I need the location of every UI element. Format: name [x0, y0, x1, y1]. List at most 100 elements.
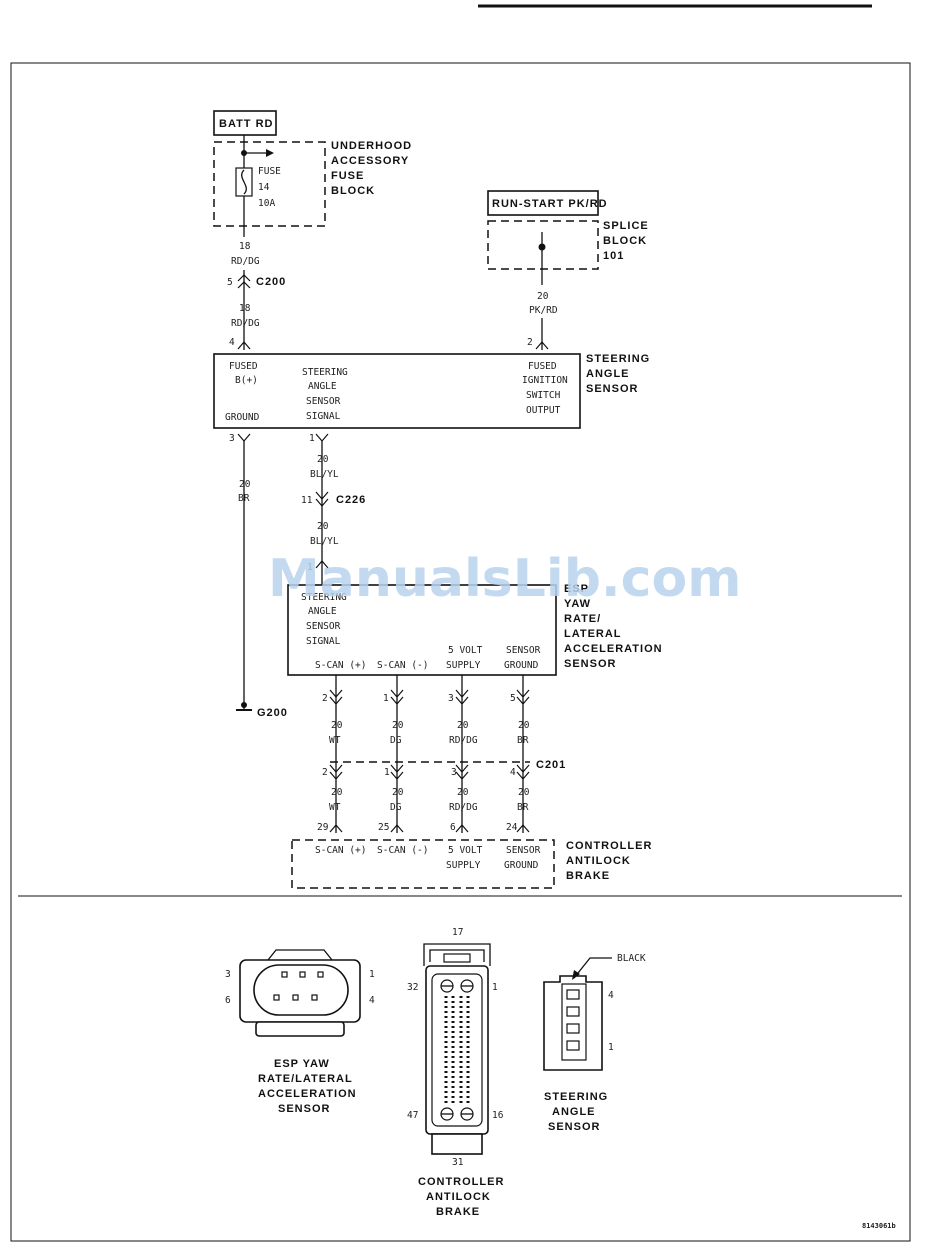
- pin-number: 2: [527, 337, 533, 348]
- pin-number: 25: [378, 822, 389, 833]
- cab-term-sgnd-2: GROUND: [504, 860, 539, 871]
- yaw-term-sgnd-1: SENSOR: [506, 645, 541, 656]
- wire-label: DG: [390, 802, 402, 813]
- yaw-rate-sensor: STEERING ANGLE SENSOR SIGNAL S-CAN (+) S…: [287, 583, 663, 676]
- pin-symbol: [315, 433, 329, 442]
- view-pin: 32: [407, 982, 418, 993]
- splice-block: SPLICE BLOCK 101 20 PK/RD 2: [487, 220, 648, 350]
- cab-title-1: CONTROLLER: [566, 840, 652, 852]
- pin-number: 1: [384, 767, 390, 778]
- yaw-term-signal-3: SENSOR: [306, 621, 341, 632]
- sas-title-2: ANGLE: [586, 368, 630, 380]
- wire-label: RD/DG: [231, 256, 260, 267]
- wire-label: 18: [239, 241, 251, 252]
- wire-label: 20: [457, 720, 469, 731]
- wire-label: RD/DG: [449, 802, 478, 813]
- wire-label: BR: [517, 802, 529, 813]
- watermark: ManualsLib.com: [268, 549, 741, 609]
- pin-number: 5: [227, 277, 233, 288]
- yaw-title-5: ACCELERATION: [564, 643, 663, 655]
- yaw-term-signal-2: ANGLE: [308, 606, 337, 617]
- cab-title-2: ANTILOCK: [566, 855, 631, 867]
- term-ign-4: OUTPUT: [526, 405, 561, 416]
- view-pin: 31: [452, 1157, 464, 1168]
- run-start-label: RUN-START PK/RD: [492, 198, 608, 210]
- term-ign-2: IGNITION: [522, 375, 568, 386]
- steering-angle-sensor: FUSED B(+) GROUND STEERING ANGLE SENSOR …: [213, 353, 649, 429]
- wire-label: 20: [331, 787, 343, 798]
- wire-label: BR: [238, 493, 250, 504]
- sas-view-label-2: ANGLE: [552, 1106, 596, 1118]
- term-signal-3: SENSOR: [306, 396, 341, 407]
- yaw-connector-view: 3 1 6 4 ESP YAW RATE/LATERAL ACCELERATIO…: [225, 949, 375, 1115]
- cab-term-sgnd-1: SENSOR: [506, 845, 541, 856]
- term-signal-4: SIGNAL: [306, 411, 341, 422]
- fuse-line-1: FUSE: [258, 166, 281, 177]
- view-pin: 1: [369, 969, 375, 980]
- wire-label: 18: [239, 303, 251, 314]
- term-signal-2: ANGLE: [308, 381, 337, 392]
- cab-term-scan-minus: S-CAN (-): [377, 845, 428, 856]
- pin-number: 5: [510, 693, 516, 704]
- wire-label: 20: [537, 291, 549, 302]
- batt-label: BATT RD: [219, 118, 273, 130]
- yaw-term-supply-1: 5 VOLT: [448, 645, 483, 656]
- yaw-term-scan-minus: S-CAN (-): [377, 660, 428, 671]
- wire-label: 20: [392, 720, 404, 731]
- view-pin: 3: [225, 969, 231, 980]
- yaw-title-6: SENSOR: [564, 658, 616, 670]
- yaw-title-4: LATERAL: [564, 628, 622, 640]
- pin-number: 11: [301, 495, 313, 506]
- pin-symbol: [237, 341, 251, 350]
- pin-symbol: [535, 341, 549, 350]
- c226-connector-symbol: [315, 491, 329, 507]
- wire-label: BL/YL: [310, 536, 339, 547]
- ground-wire: 3 20 BR G200: [229, 433, 287, 719]
- pin-symbol: [237, 433, 251, 442]
- term-ign-3: SWITCH: [526, 390, 561, 401]
- yaw-view-label-1: ESP YAW: [274, 1058, 330, 1070]
- fuse-block-title-3: FUSE: [331, 170, 364, 182]
- yaw-term-supply-2: SUPPLY: [446, 660, 481, 671]
- batt-wire: 18 RD/DG 5 C200 18 RD/DG 4: [227, 241, 285, 350]
- cab-view-label-3: BRAKE: [436, 1206, 480, 1218]
- term-fused-b-1: FUSED: [229, 361, 258, 372]
- cab-term-scan-plus: S-CAN (+): [315, 845, 366, 856]
- signal-wire: 1 20 BL/YL 11 C226 20 BL/YL 1: [301, 433, 365, 590]
- pin-number: 2: [322, 767, 328, 778]
- pin-number: 3: [229, 433, 235, 444]
- wire-label: RD/DG: [449, 735, 478, 746]
- term-ground: GROUND: [225, 412, 260, 423]
- term-signal-1: STEERING: [302, 367, 348, 378]
- pin-number: 1: [383, 693, 389, 704]
- cab-term-supply-2: SUPPLY: [446, 860, 481, 871]
- view-pin: 47: [407, 1110, 418, 1121]
- sas-connector-view: BLACK 4 1 STEERING ANGLE SENSOR: [543, 953, 646, 1133]
- wire-label: 20: [518, 720, 530, 731]
- pin-number: 1: [309, 433, 315, 444]
- yaw-title-2: YAW: [564, 598, 591, 610]
- wire-label: PK/RD: [529, 305, 558, 316]
- yaw-view-label-2: RATE/LATERAL: [258, 1073, 353, 1085]
- pin-number: 6: [450, 822, 456, 833]
- yaw-term-sgnd-2: GROUND: [504, 660, 539, 671]
- black-label: BLACK: [617, 953, 646, 964]
- pin-number: 3: [451, 767, 457, 778]
- yaw-title-1: ESP: [564, 583, 589, 595]
- figure-id: 8143061b: [862, 1222, 896, 1230]
- view-pin: 4: [369, 995, 375, 1006]
- wire-label: BL/YL: [310, 469, 339, 480]
- sas-title-3: SENSOR: [586, 383, 638, 395]
- fuse-block-title-1: UNDERHOOD: [331, 140, 412, 152]
- pin-number: 3: [448, 693, 454, 704]
- pin-number: 2: [322, 693, 328, 704]
- yaw-title-3: RATE/: [564, 613, 601, 625]
- wire-label: 20: [317, 454, 329, 465]
- pin-number: 4: [510, 767, 516, 778]
- yaw-view-label-3: ACCELERATION: [258, 1088, 357, 1100]
- sas-view-label-3: SENSOR: [548, 1121, 600, 1133]
- underhood-fuse-block: FUSE 14 10A UNDERHOOD ACCESSORY FUSE BLO…: [213, 135, 412, 237]
- sas-view-label-1: STEERING: [544, 1091, 608, 1103]
- wire-label: WT: [329, 802, 341, 813]
